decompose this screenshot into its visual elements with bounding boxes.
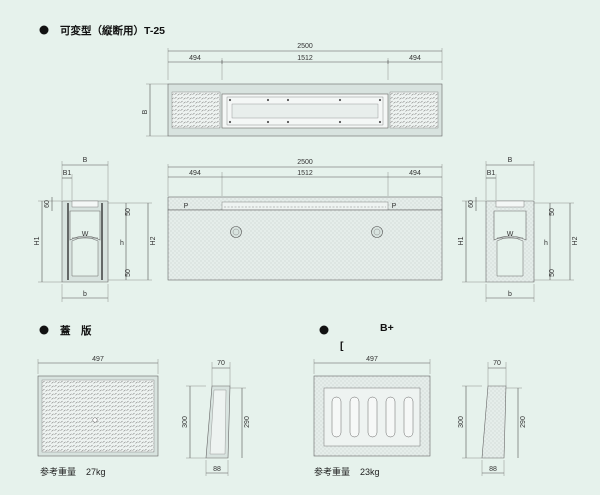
left-dim-50-top: 50: [125, 208, 132, 216]
right-dim-50-top: 50: [549, 208, 556, 216]
plan-dim-total: 2500: [297, 43, 313, 50]
grate-dim-300: 300: [458, 416, 465, 428]
front-dim-total: 2500: [297, 159, 313, 166]
lid-dim-width: 497: [92, 356, 104, 363]
left-dim-B: B: [83, 157, 88, 164]
grate-weight-value: 23kg: [360, 467, 380, 477]
left-dim-H2: H2: [150, 236, 157, 245]
right-dim-h: h: [544, 240, 548, 247]
lid-plan: 497: [37, 356, 159, 457]
lid-weight-label: 参考重量: [40, 466, 76, 477]
right-dim-50-bottom: 50: [549, 269, 556, 277]
plan-dim-left: 494: [189, 55, 201, 62]
grate-heading-tag: B+: [380, 322, 394, 334]
svg-text:P: P: [392, 203, 397, 210]
front-hole-left: [230, 226, 242, 238]
front-elevation: 2500 494 1512 494 P P: [167, 159, 443, 281]
plan-dim-B: B: [142, 109, 149, 114]
svg-text:P: P: [184, 203, 189, 210]
front-hole-right: [371, 226, 383, 238]
front-dim-mid: 1512: [297, 170, 313, 177]
grate-weight-label: 参考重量: [314, 466, 350, 477]
lid-side: 70 300 290 88: [182, 360, 251, 476]
lid-bullet-icon: [39, 325, 49, 335]
grate-side: 70 300 290 88: [458, 360, 527, 476]
right-dim-B: B: [508, 157, 513, 164]
front-dim-left: 494: [189, 170, 201, 177]
grate-dim-width: 497: [366, 356, 378, 363]
left-dim-50-bottom: 50: [125, 269, 132, 277]
left-dim-B1: B1: [63, 170, 72, 177]
left-dim-H1: H1: [34, 236, 41, 245]
lid-dim-top: 70: [217, 360, 225, 367]
front-dim-right: 494: [409, 170, 421, 177]
grate-dim-top: 70: [493, 360, 501, 367]
right-section: B B1 W H1 60 H2 h 50 50 b: [458, 157, 579, 302]
title-bullet-icon: [39, 25, 49, 35]
plan-dim-mid: 1512: [297, 55, 313, 62]
right-dim-60: 60: [468, 200, 475, 208]
lid-dim-bottom: 88: [213, 466, 221, 473]
right-dim-H1: H1: [458, 236, 465, 245]
grate-heading: [: [340, 340, 344, 352]
right-dim-b: b: [508, 291, 512, 298]
plan-dim-right: 494: [409, 55, 421, 62]
right-dim-H2: H2: [572, 236, 579, 245]
left-dim-h: h: [120, 240, 124, 247]
lid-weight-value: 27kg: [86, 467, 106, 477]
lid-checker-plate: [41, 379, 155, 453]
left-dim-W: W: [82, 231, 89, 238]
plan-view: 2500 494 1512 494 B: [142, 43, 443, 137]
left-section: B B1 W H1 60 H2 h 50 50 b: [34, 157, 157, 302]
page-title: 可変型（縦断用）T-25: [60, 24, 165, 37]
grate-plan: 497: [313, 356, 431, 457]
front-body: [167, 209, 443, 281]
left-dim-60: 60: [44, 200, 51, 208]
lid-dim-290: 290: [244, 416, 251, 428]
lid-heading: 蓋 版: [60, 324, 92, 337]
grate-bullet-icon: [319, 325, 329, 335]
grate-dim-290: 290: [520, 416, 527, 428]
grate-dim-bottom: 88: [489, 466, 497, 473]
right-dim-W: W: [507, 231, 514, 238]
right-dim-B1: B1: [487, 170, 496, 177]
lid-dim-300: 300: [182, 416, 189, 428]
left-dim-b: b: [83, 291, 87, 298]
